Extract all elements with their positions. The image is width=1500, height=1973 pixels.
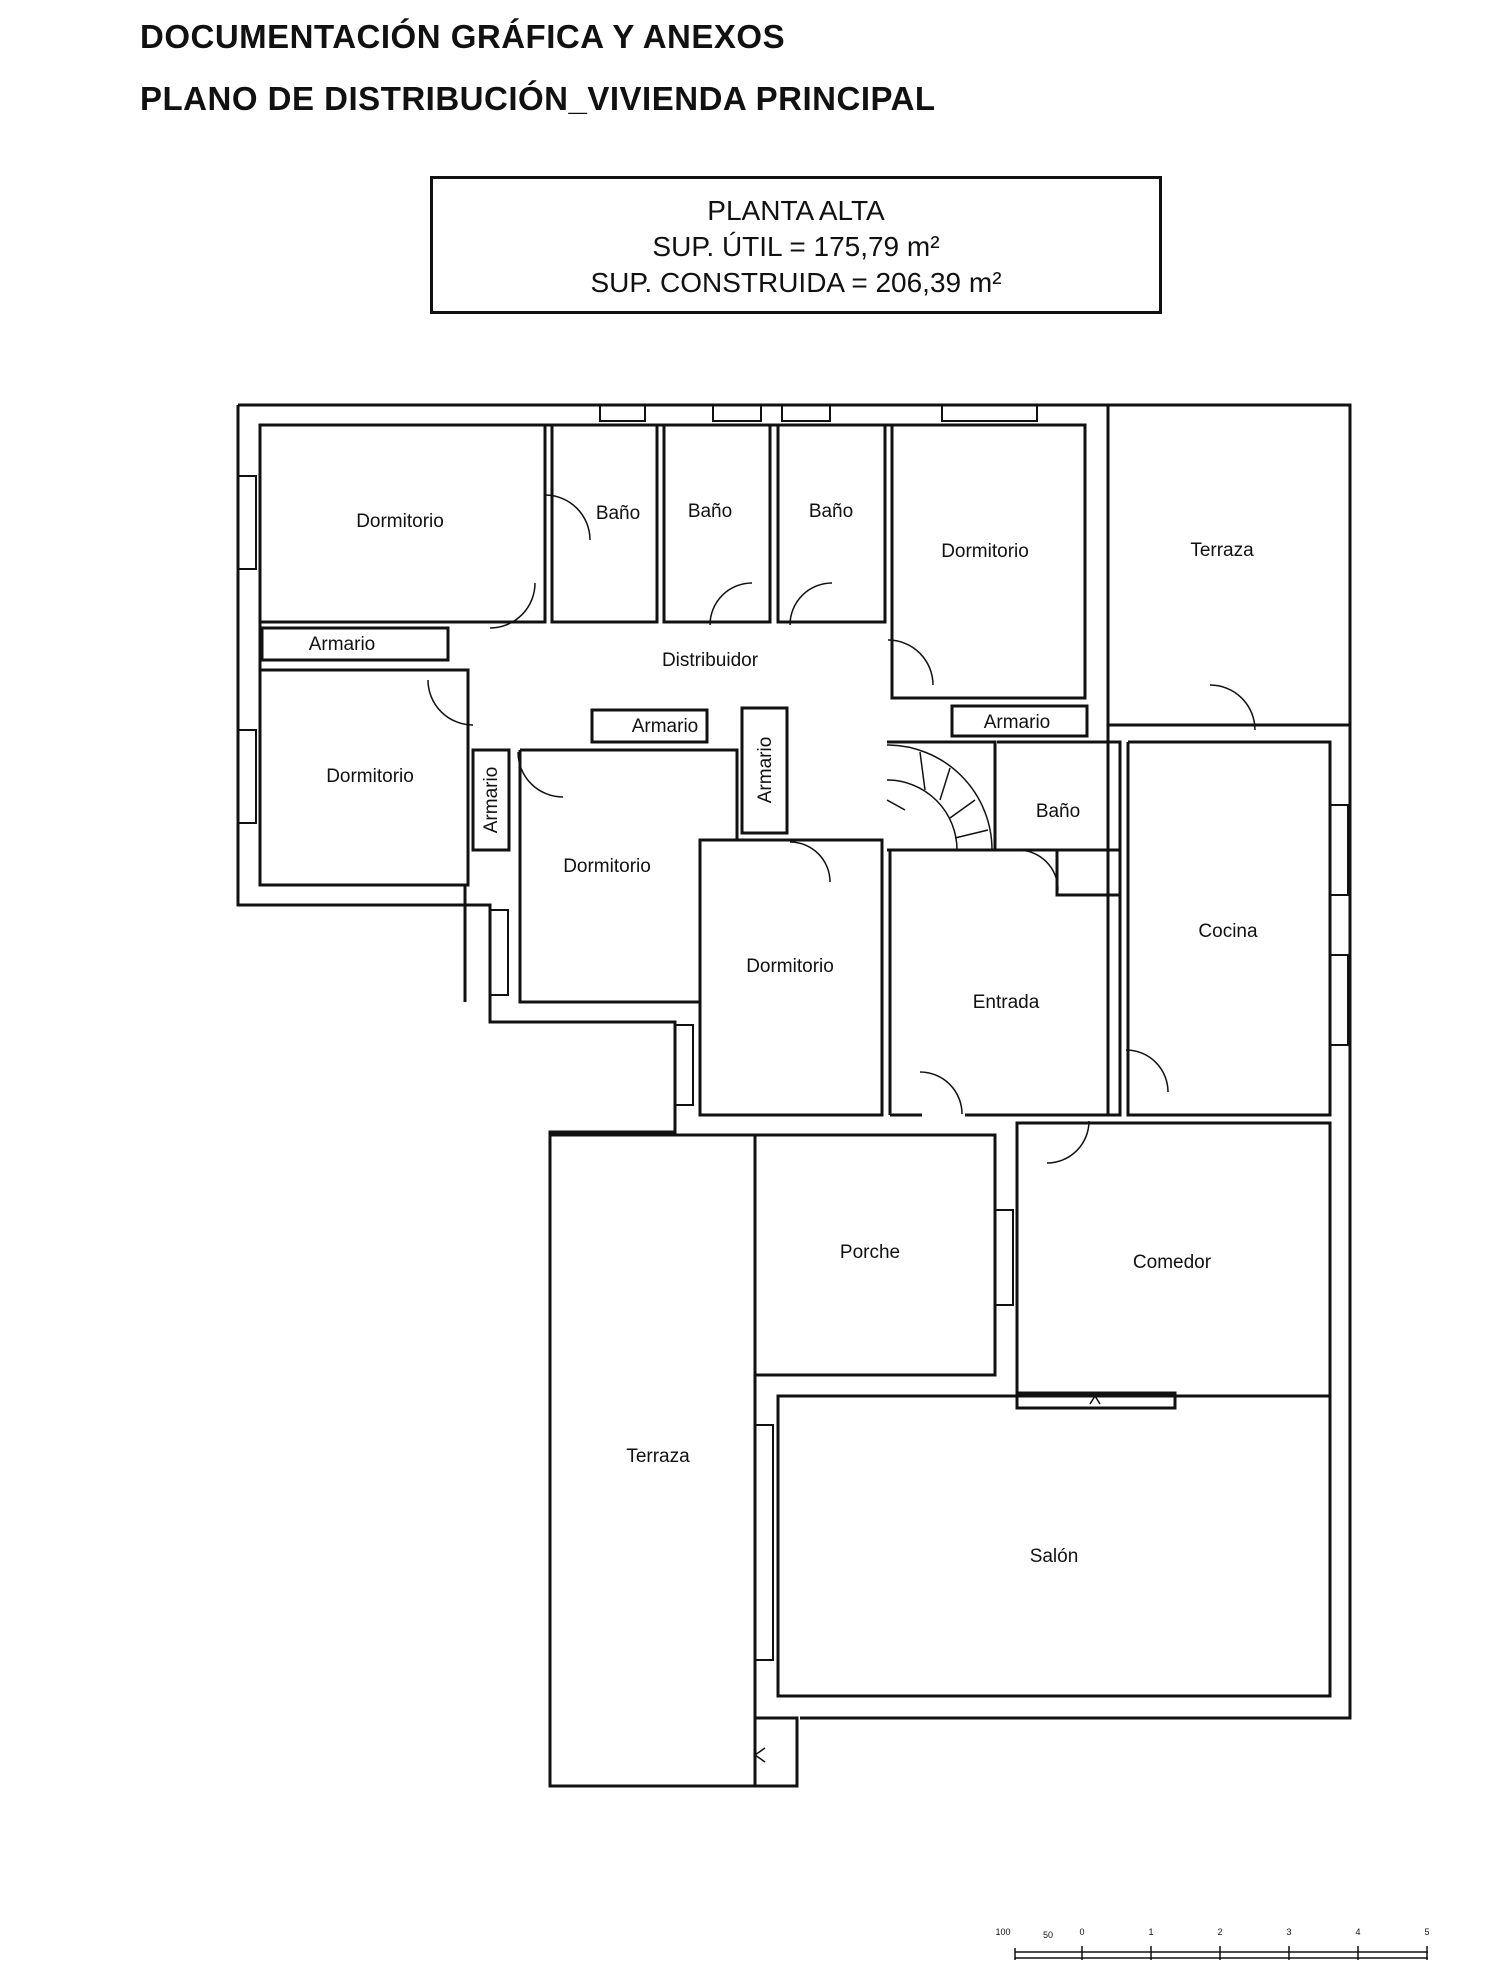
scale-label-5: 5 xyxy=(1424,1927,1429,1937)
room-labels: Dormitorio Baño Baño Baño Dormitorio Ter… xyxy=(309,501,1258,1567)
room-label-comedor: Comedor xyxy=(1133,1252,1212,1273)
floor-info-box: PLANTA ALTA SUP. ÚTIL = 175,79 m² SUP. C… xyxy=(430,176,1162,314)
room-label-dormitorio-5: Dormitorio xyxy=(746,956,834,977)
room-label-terraza-1: Terraza xyxy=(1190,540,1254,561)
useful-area: SUP. ÚTIL = 175,79 m² xyxy=(652,231,940,262)
scale-label-0: 0 xyxy=(1079,1927,1084,1937)
room-label-distribuidor: Distribuidor xyxy=(662,650,759,671)
document-title: DOCUMENTACIÓN GRÁFICA Y ANEXOS xyxy=(140,18,786,55)
floor-name: PLANTA ALTA xyxy=(707,195,885,226)
scale-label-4: 4 xyxy=(1355,1927,1360,1937)
door-swings xyxy=(427,494,1256,1763)
room-label-armario-4: Armario xyxy=(481,767,502,834)
room-label-bano-1: Baño xyxy=(596,503,640,524)
built-area: SUP. CONSTRUIDA = 206,39 m² xyxy=(590,267,1002,298)
room-label-bano-2: Baño xyxy=(688,501,732,522)
room-label-dormitorio-2: Dormitorio xyxy=(941,541,1029,562)
walls xyxy=(236,403,1352,1788)
scale-label-3: 3 xyxy=(1286,1927,1291,1937)
scale-label-50: 50 xyxy=(1043,1930,1053,1940)
room-label-dormitorio-1: Dormitorio xyxy=(356,511,444,532)
room-label-armario-1: Armario xyxy=(309,634,376,655)
windows xyxy=(237,404,1349,1661)
plan-title: PLANO DE DISTRIBUCIÓN_VIVIENDA PRINCIPAL xyxy=(140,80,936,117)
room-label-armario-3: Armario xyxy=(984,712,1051,733)
room-label-salon: Salón xyxy=(1030,1546,1079,1567)
room-label-dormitorio-4: Dormitorio xyxy=(563,856,651,877)
room-label-porche: Porche xyxy=(840,1242,900,1263)
scale-label-1: 1 xyxy=(1148,1927,1153,1937)
room-label-dormitorio-3: Dormitorio xyxy=(326,766,414,787)
room-label-armario-5: Armario xyxy=(755,737,776,804)
room-label-bano-3: Baño xyxy=(809,501,853,522)
room-label-cocina: Cocina xyxy=(1198,921,1258,942)
scale-label-2: 2 xyxy=(1217,1927,1222,1937)
room-label-bano-4: Baño xyxy=(1036,801,1080,822)
scale-label-100: 100 xyxy=(995,1927,1010,1937)
scale-bar: 100 50 0 1 2 3 4 5 xyxy=(995,1927,1430,1960)
room-label-terraza-2: Terraza xyxy=(626,1446,690,1467)
room-label-armario-2: Armario xyxy=(632,716,699,737)
room-label-entrada: Entrada xyxy=(973,992,1040,1013)
